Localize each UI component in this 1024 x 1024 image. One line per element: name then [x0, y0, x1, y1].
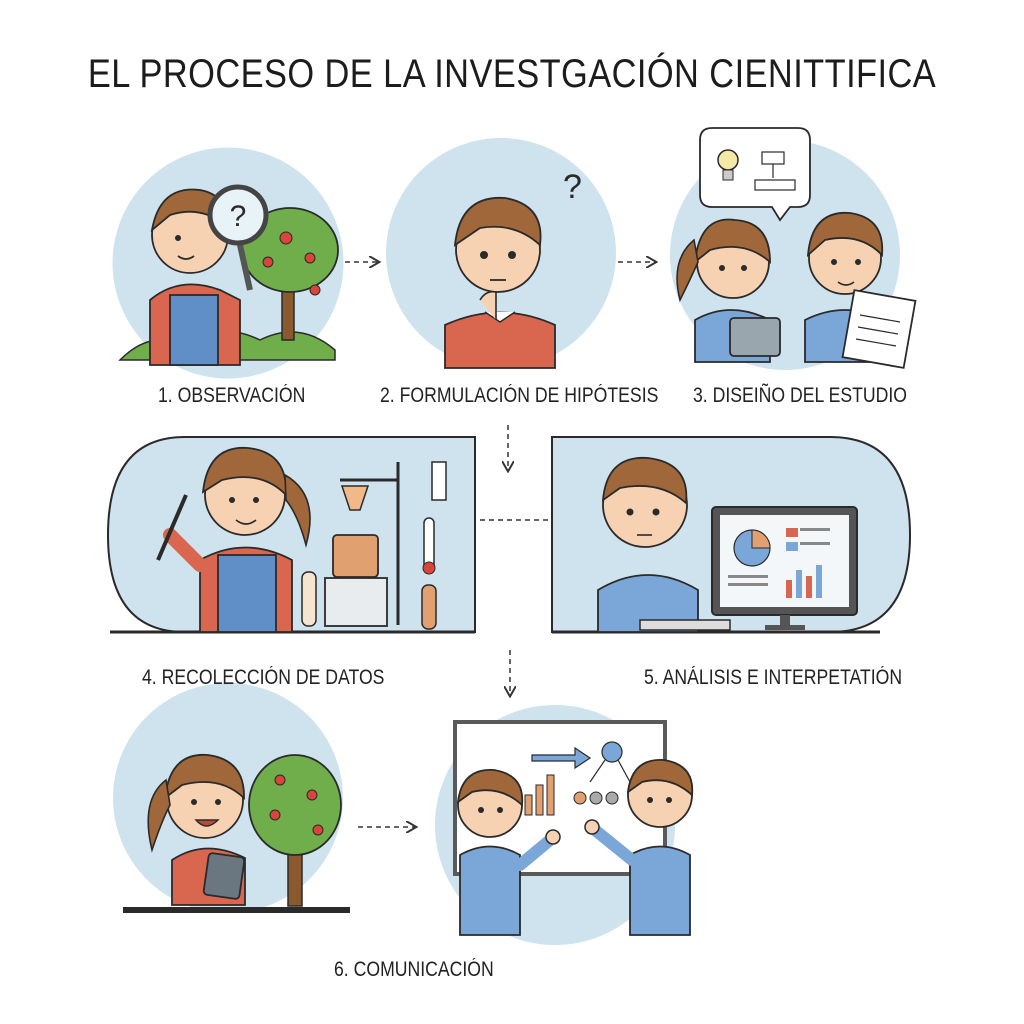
- magnifying-glass-icon: ?: [207, 184, 269, 291]
- step-4-label: 4. RECOLECCIÓN DE DATOS: [142, 666, 385, 689]
- apple-tree-icon: [241, 207, 339, 341]
- tablet-icon: [729, 317, 781, 357]
- speech-bubble-icon: [699, 127, 811, 222]
- lab-equipment-icon: [301, 461, 447, 630]
- step-3-label: 3. DISEIÑO DEL ESTUDIO: [693, 384, 908, 407]
- scene-hypothesis: ?: [386, 138, 616, 369]
- pipette-icon: [156, 494, 188, 561]
- step-1-label: 1. OBSERVACIÓN: [158, 384, 306, 407]
- scene-data-collection: [106, 436, 476, 634]
- scene-communication-presentation: [435, 705, 694, 945]
- scene-study-design: [670, 127, 917, 370]
- tablet-icon: [202, 852, 246, 900]
- svg-text:?: ?: [230, 200, 247, 233]
- scene-analysis: [551, 436, 912, 634]
- scene-communication-girl: [113, 683, 350, 913]
- step-5-label: 5. ANÁLISIS E INTERPETATIÓN: [644, 666, 903, 689]
- step-6-label: 6. COMUNICACIÓN: [334, 958, 494, 981]
- monitor-icon: [711, 506, 858, 630]
- scene-observation: ?: [112, 147, 344, 379]
- page-title: EL PROCESO DE LA INVESTGACIÓN CIENITTIFI…: [87, 52, 937, 96]
- step-2-label: 2. FORMULACIÓN DE HIPÓTESIS: [380, 384, 659, 407]
- question-mark-icon: ?: [563, 168, 582, 206]
- apple-tree-icon: [248, 754, 342, 907]
- clipboard-icon: [841, 289, 917, 369]
